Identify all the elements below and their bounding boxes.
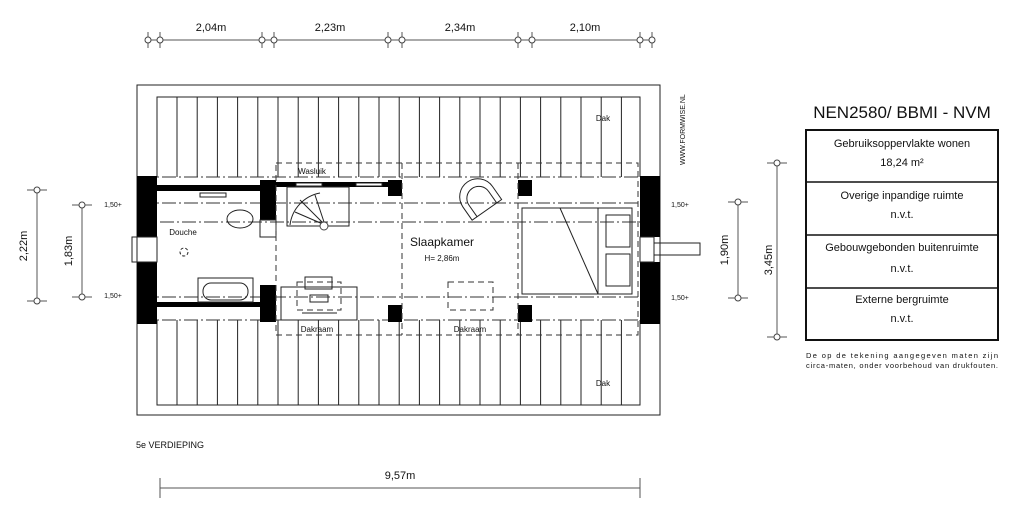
- table-title: NEN2580/ BBMI - NVM: [813, 103, 991, 122]
- dim-label: 2,22m: [18, 231, 30, 262]
- floor-label: 5e VERDIEPING: [136, 440, 204, 450]
- disclaimer: circa-maten, onder voorbehoud van drukfo…: [806, 361, 998, 370]
- dimension-node: [636, 36, 644, 44]
- table-row-label: Overige inpandige ruimte: [841, 190, 964, 202]
- dim-label: 9,57m: [385, 470, 416, 482]
- height-mark: 1,50+: [671, 295, 689, 302]
- dim-label: 1,83m: [63, 236, 75, 267]
- skylight-zone: [275, 162, 639, 336]
- dimension-node: [773, 159, 781, 167]
- skylight-outline: [447, 281, 494, 311]
- dimension-node: [514, 36, 522, 44]
- dimension-node: [78, 201, 86, 209]
- table-row-label: Externe bergruimte: [855, 294, 949, 306]
- height-mark: 1,50+: [104, 293, 122, 300]
- dim-label: 2,34m: [445, 22, 476, 34]
- dimension-node: [528, 36, 536, 44]
- label-roof: Dak: [596, 114, 611, 123]
- table-row-value: 18,24 m²: [880, 157, 924, 169]
- table-row-value: n.v.t.: [890, 313, 913, 325]
- dimension-node: [648, 36, 656, 44]
- label-laundry-chute: Wasluik: [298, 167, 327, 176]
- room-label-bedroom: Slaapkamer: [410, 235, 474, 249]
- dim-label: 2,04m: [196, 22, 227, 34]
- bathroom-fixtures: [179, 192, 277, 303]
- spiral-staircase: [286, 186, 350, 231]
- walls: [131, 176, 701, 324]
- floor-area: [157, 177, 640, 320]
- disclaimer: De op de tekening aangegeven maten zijn: [806, 351, 998, 360]
- dim-label: 1,90m: [719, 235, 731, 266]
- top-dimension: 2,04m 2,23m 2,34m 2,10m: [144, 22, 656, 48]
- roof-rafters: [176, 97, 622, 405]
- roof-outline: [136, 84, 661, 416]
- dimension-node: [156, 36, 164, 44]
- height-mark: 1,50+: [671, 202, 689, 209]
- bed: [521, 207, 633, 295]
- dimension-node: [384, 36, 392, 44]
- dimension-node: [33, 186, 41, 194]
- label-skylight: Dakraam: [454, 325, 487, 334]
- height-mark: 1,50+: [104, 202, 122, 209]
- label-skylight: Dakraam: [301, 325, 334, 334]
- armchair: [459, 178, 503, 221]
- room-label-shower: Douche: [169, 228, 197, 237]
- dimension-node: [33, 297, 41, 305]
- dim-label: 2,23m: [315, 22, 346, 34]
- table-row-value: n.v.t.: [890, 209, 913, 221]
- table-row-value: n.v.t.: [890, 263, 913, 275]
- room-height: H= 2,86m: [425, 254, 460, 263]
- dimension-node: [144, 36, 152, 44]
- dimension-node: [398, 36, 406, 44]
- dimension-node: [734, 198, 742, 206]
- dimension-node: [270, 36, 278, 44]
- dimension-node: [734, 294, 742, 302]
- dimension-node: [258, 36, 266, 44]
- label-roof: Dak: [596, 379, 611, 388]
- dimension-node: [78, 293, 86, 301]
- dim-label: 2,10m: [570, 22, 601, 34]
- watermark: WWW.FORMWISE.NL: [680, 94, 687, 165]
- dim-label: 3,45m: [763, 245, 775, 276]
- dimension-node: [773, 333, 781, 341]
- table-row-label: Gebruiksoppervlakte wonen: [834, 138, 970, 150]
- desk: [280, 276, 358, 321]
- table-row-label: Gebouwgebonden buitenruimte: [825, 242, 979, 254]
- area-table: NEN2580/ BBMI - NVM Gebruiksoppervlakte …: [805, 103, 999, 370]
